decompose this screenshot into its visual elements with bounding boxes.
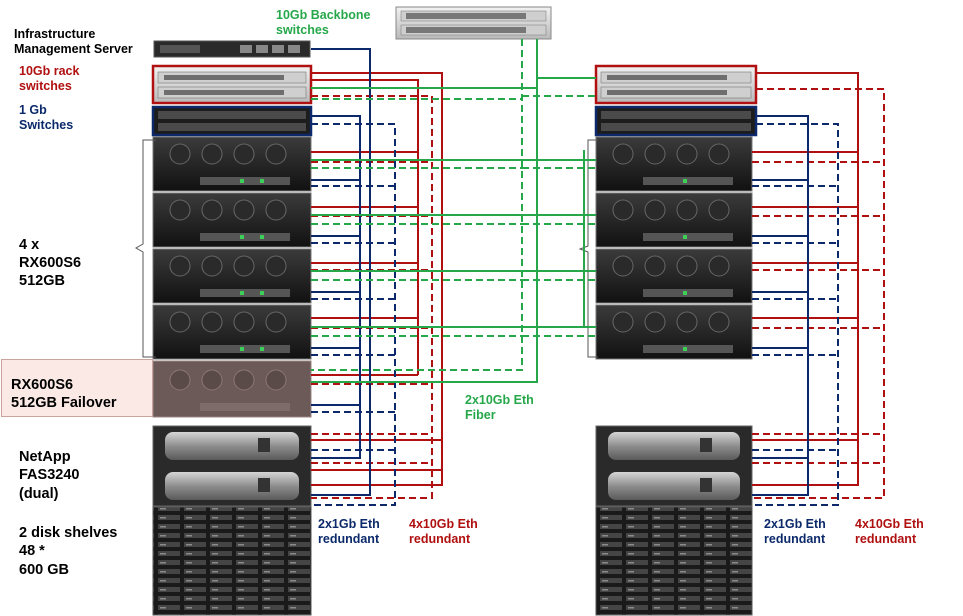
cables-1gb-left (311, 48, 396, 506)
label-10gb-rack-switches: 10Gb rack switches (19, 64, 80, 94)
backbone-switch-icon (395, 6, 552, 40)
label-10gb-eth-right: 4x10Gb Eth redundant (855, 517, 924, 547)
rack-switch-10gb-icon (151, 64, 313, 105)
cables-backbone (311, 39, 596, 383)
label-rx600-failover: RX600S6 512GB Failover (11, 377, 117, 411)
switch-1gb-icon (151, 105, 313, 137)
rx600-server-group-left (152, 136, 312, 360)
netapp-controller-right-icon (595, 425, 753, 507)
cables-10gb-left (311, 72, 443, 499)
label-rx600-group: 4 x RX600S6 512GB (19, 237, 82, 290)
switch-1gb-right-icon (594, 105, 758, 137)
rack-switch-10gb-right-icon (594, 64, 758, 105)
cables-1gb-right (752, 115, 839, 506)
label-eth-fiber: 2x10Gb Eth Fiber (465, 393, 534, 423)
label-management-server: Infrastructure Management Server (14, 27, 133, 57)
label-10gb-eth-left: 4x10Gb Eth redundant (409, 517, 478, 547)
label-1gb-eth-left: 2x1Gb Eth redundant (318, 517, 380, 547)
rx600-server-group-right (595, 136, 753, 360)
label-netapp: NetApp FAS3240 (dual) (19, 449, 80, 502)
label-1gb-switches: 1 Gb Switches (19, 103, 74, 133)
management-server-icon (153, 40, 311, 58)
disk-shelf-right-icon (595, 506, 753, 616)
server-group-bracket (134, 139, 156, 358)
disk-shelf-icon (152, 506, 312, 616)
server-group-bracket-right (578, 139, 598, 358)
right-rack (578, 64, 758, 616)
cables-10gb-right (752, 72, 885, 499)
rx600-failover-server-icon (152, 360, 312, 418)
failover-highlight-box (1, 359, 153, 417)
label-1gb-eth-right: 2x1Gb Eth redundant (764, 517, 826, 547)
netapp-controller-icon (152, 425, 312, 507)
label-backbone-switches: 10Gb Backbone switches (276, 8, 371, 38)
left-rack (134, 40, 313, 616)
label-disk-shelves: 2 disk shelves 48 * 600 GB (19, 525, 118, 578)
